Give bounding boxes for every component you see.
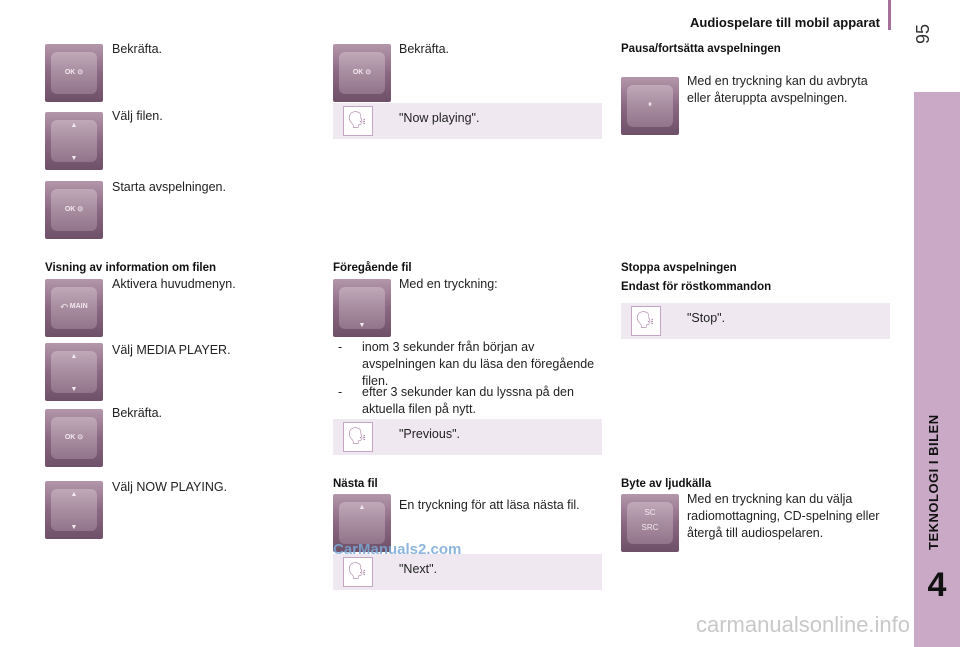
voice-command-icon: 🗣 (343, 106, 373, 136)
arrow-up-key-image: ▲ (333, 494, 391, 552)
heading-pause-resume: Pausa/fortsätta avspelningen (621, 43, 781, 55)
col1-text-select-file: Välj filen. (112, 109, 163, 123)
voice-command-previous: 🗣 "Previous". (333, 419, 602, 455)
footer-watermark: carmanualsonline.info (696, 612, 911, 637)
main-key-image: ⤺ MAIN (45, 279, 103, 337)
ok-key-image: OK ⊙ (45, 181, 103, 239)
col1-text-main-menu: Aktivera huvudmenyn. (112, 277, 236, 291)
arrow-down-key-image: ▼ (333, 279, 391, 337)
voice-command-icon: 🗣 (343, 557, 373, 587)
col3-text-pause: Med en tryckning kan du avbryta eller åt… (687, 74, 868, 105)
col1-text-start-playback: Starta avspelningen. (112, 180, 226, 194)
col2-text-one-press: Med en tryckning: (399, 277, 498, 291)
heading-previous-file: Föregående fil (333, 262, 412, 274)
col1-text-media-player: Välj MEDIA PLAYER. (112, 343, 231, 357)
voice-command-icon: 🗣 (631, 306, 661, 336)
ok-key-image: OK ⊙ (333, 44, 391, 102)
header-accent-bar (888, 0, 891, 30)
heading-stop-playback: Stoppa avspelningen (621, 262, 737, 274)
arrow-keys-image: ▲▼ (45, 481, 103, 539)
arrow-keys-image: ▲▼ (45, 112, 103, 170)
pause-key-image: ⏸ (621, 77, 679, 135)
arrow-keys-image: ▲▼ (45, 343, 103, 401)
voice-command-stop: 🗣 "Stop". (621, 303, 890, 339)
col1-text-confirm-2: Bekräfta. (112, 406, 163, 420)
heading-file-info: Visning av information om filen (45, 262, 217, 274)
watermark-text: CarManuals2.com (333, 541, 462, 558)
ok-key-image: OK ⊙ (45, 409, 103, 467)
bullet-item: -efter 3 sekunder kan du lyssna på den a… (338, 385, 574, 416)
subheading-voice-only: Endast för röstkommandon (621, 281, 772, 293)
col1-text-now-playing: Välj NOW PLAYING. (112, 480, 228, 494)
col1-text-confirm: Bekräfta. (112, 42, 163, 56)
voice-command-next: 🗣 "Next". (333, 554, 602, 590)
page-number: 95 (913, 23, 933, 44)
chapter-side-tab (914, 92, 960, 647)
voice-command-now-playing: 🗣 "Now playing". (333, 103, 602, 139)
heading-next-file: Nästa fil (333, 478, 378, 490)
bullet-item: -inom 3 sekunder från början av avspelni… (338, 340, 595, 388)
heading-change-source: Byte av ljudkälla (621, 478, 712, 490)
ok-key-image: OK ⊙ (45, 44, 103, 102)
voice-command-icon: 🗣 (343, 422, 373, 452)
chapter-side-label: TEKNOLOGI I BILEN (926, 414, 941, 550)
col2-text-confirm: Bekräfta. (399, 42, 450, 56)
page-header-title: Audiospelare till mobil apparat (690, 15, 880, 30)
source-key-image: SC SRC (621, 494, 679, 552)
col3-text-source: Med en tryckning kan du välja radiomotta… (687, 492, 880, 540)
col2-text-next: En tryckning för att läsa nästa fil. (399, 498, 580, 512)
chapter-number: 4 (927, 566, 947, 604)
